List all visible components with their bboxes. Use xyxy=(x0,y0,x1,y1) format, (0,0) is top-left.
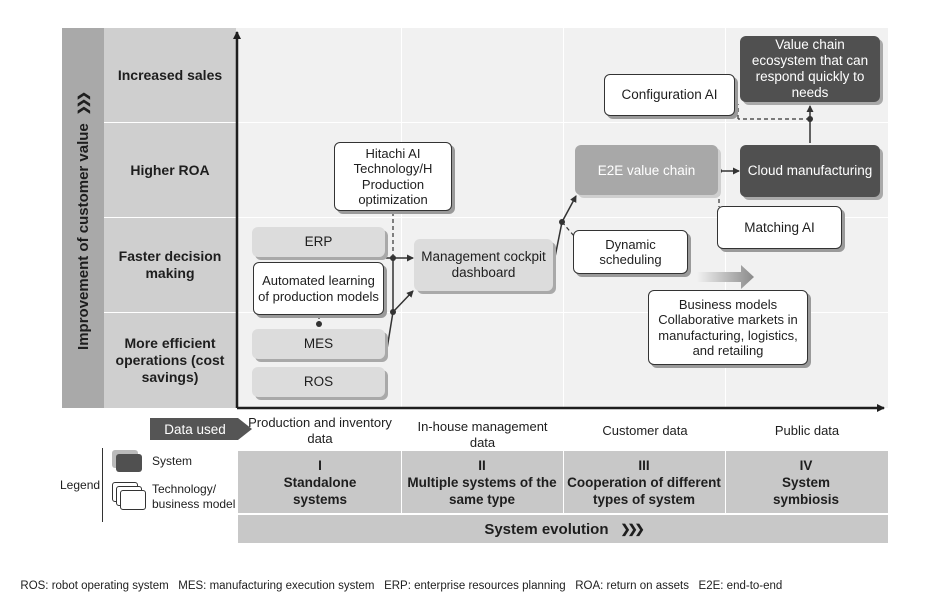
row-label-higher-roa: Higher ROA xyxy=(110,123,230,217)
configuration-ai-label: Configuration AI xyxy=(621,87,718,103)
legend-technology-swatch xyxy=(112,482,146,512)
row-label-band xyxy=(104,28,236,408)
system-evolution-label: System evolution xyxy=(484,520,609,538)
data-column-label: Customer data xyxy=(602,423,688,438)
value-chain-ecosystem-label: Value chain ecosystem that can respond q… xyxy=(751,37,869,100)
data-column-label: Public data xyxy=(774,423,840,438)
legend-technology-label: Technology/ business model xyxy=(152,482,236,511)
matching-ai-label: Matching AI xyxy=(744,219,815,235)
data-column-production: Production and inventory data xyxy=(240,412,400,450)
data-used-tag: Data used xyxy=(150,418,252,440)
ros-box: ROS xyxy=(252,367,385,397)
stage-name: Cooperation of different types of system xyxy=(567,474,721,507)
business-models-box: Business models Collaborative markets in… xyxy=(648,290,808,365)
footnote-text: ROS: robot operating system MES: manufac… xyxy=(20,580,783,592)
stage-1: I Standalone systems xyxy=(240,453,400,511)
stage-3: III Cooperation of different types of sy… xyxy=(564,453,724,511)
legend: Legend System Technology/ business model xyxy=(55,448,237,522)
legend-system-swatch xyxy=(112,450,142,472)
data-column-public: Public data xyxy=(727,412,887,450)
mes-label: MES xyxy=(303,336,334,351)
business-models-label: Business models Collaborative markets in… xyxy=(658,296,798,359)
data-used-tag-shape xyxy=(150,418,252,440)
stage-name: System symbiosis xyxy=(772,474,840,507)
stage-divider xyxy=(725,451,726,513)
business-trend-arrow xyxy=(697,265,754,289)
legend-system-label: System xyxy=(152,454,193,468)
system-evolution-bar: System evolution ❯❯❯ xyxy=(238,515,888,543)
ros-label: ROS xyxy=(303,374,334,389)
row-label-text: Faster decision making xyxy=(118,248,222,281)
erp-box: ERP xyxy=(252,227,385,257)
y-axis-label-band xyxy=(62,28,104,408)
dynamic-scheduling-label: Dynamic scheduling xyxy=(599,236,662,268)
stage-divider xyxy=(401,451,402,513)
stage-numeral: III xyxy=(638,457,650,473)
value-chain-ecosystem-box: Value chain ecosystem that can respond q… xyxy=(740,36,880,102)
erp-label: ERP xyxy=(304,234,333,249)
automated-learning-box: Automated learning of production models xyxy=(253,262,384,315)
stage-numeral: II xyxy=(478,457,486,473)
mes-box: MES xyxy=(252,329,385,359)
row-label-text: Increased sales xyxy=(117,66,223,83)
cloud-manufacturing-box: Cloud manufacturing xyxy=(740,145,880,197)
data-column-inhouse: In-house management data xyxy=(405,412,560,450)
row-divider xyxy=(104,312,888,313)
configuration-ai-box: Configuration AI xyxy=(604,74,735,116)
stage-divider xyxy=(563,451,564,513)
row-label-text: More efficient operations (cost savings) xyxy=(115,334,225,385)
stage-4: IV System symbiosis xyxy=(726,453,886,511)
stage-2: II Multiple systems of the same type xyxy=(402,453,562,511)
stage-name: Multiple systems of the same type xyxy=(407,474,557,507)
system-evolution-arrow-icon: ❯❯❯ xyxy=(620,522,645,536)
stage-name: Standalone systems xyxy=(283,474,357,507)
cloud-manufacturing-label: Cloud manufacturing xyxy=(747,163,873,178)
matching-ai-box: Matching AI xyxy=(717,206,842,249)
stage-numeral: I xyxy=(318,457,322,473)
e2e-value-chain-box: E2E value chain xyxy=(575,145,718,195)
dynamic-scheduling-box: Dynamic scheduling xyxy=(573,230,688,274)
footnote: ROS: robot operating system MES: manufac… xyxy=(14,568,944,592)
data-column-label: Production and inventory data xyxy=(248,415,392,446)
e2e-label: E2E value chain xyxy=(597,162,696,178)
data-used-label: Data used xyxy=(164,421,226,437)
automated-learning-label: Automated learning of production models xyxy=(258,273,379,304)
data-column-label: In-house management data xyxy=(417,419,548,450)
column-divider xyxy=(401,28,402,408)
management-cockpit-label: Management cockpit dashboard xyxy=(421,249,546,280)
stage-numeral: IV xyxy=(799,457,813,473)
legend-divider xyxy=(102,448,103,522)
row-label-text: Higher ROA xyxy=(130,161,210,178)
data-column-customer: Customer data xyxy=(566,412,724,450)
hitachi-ai-box: Hitachi AI Technology/H Production optim… xyxy=(334,142,452,211)
row-label-efficient-operations: More efficient operations (cost savings) xyxy=(110,313,230,407)
legend-title: Legend xyxy=(60,478,101,492)
management-cockpit-box: Management cockpit dashboard xyxy=(414,239,553,291)
row-divider xyxy=(104,217,888,218)
hitachi-ai-label: Hitachi AI Technology/H Production optim… xyxy=(353,145,433,208)
row-label-increased-sales: Increased sales xyxy=(110,28,230,122)
row-label-faster-decision: Faster decision making xyxy=(110,218,230,312)
row-divider xyxy=(104,122,888,123)
